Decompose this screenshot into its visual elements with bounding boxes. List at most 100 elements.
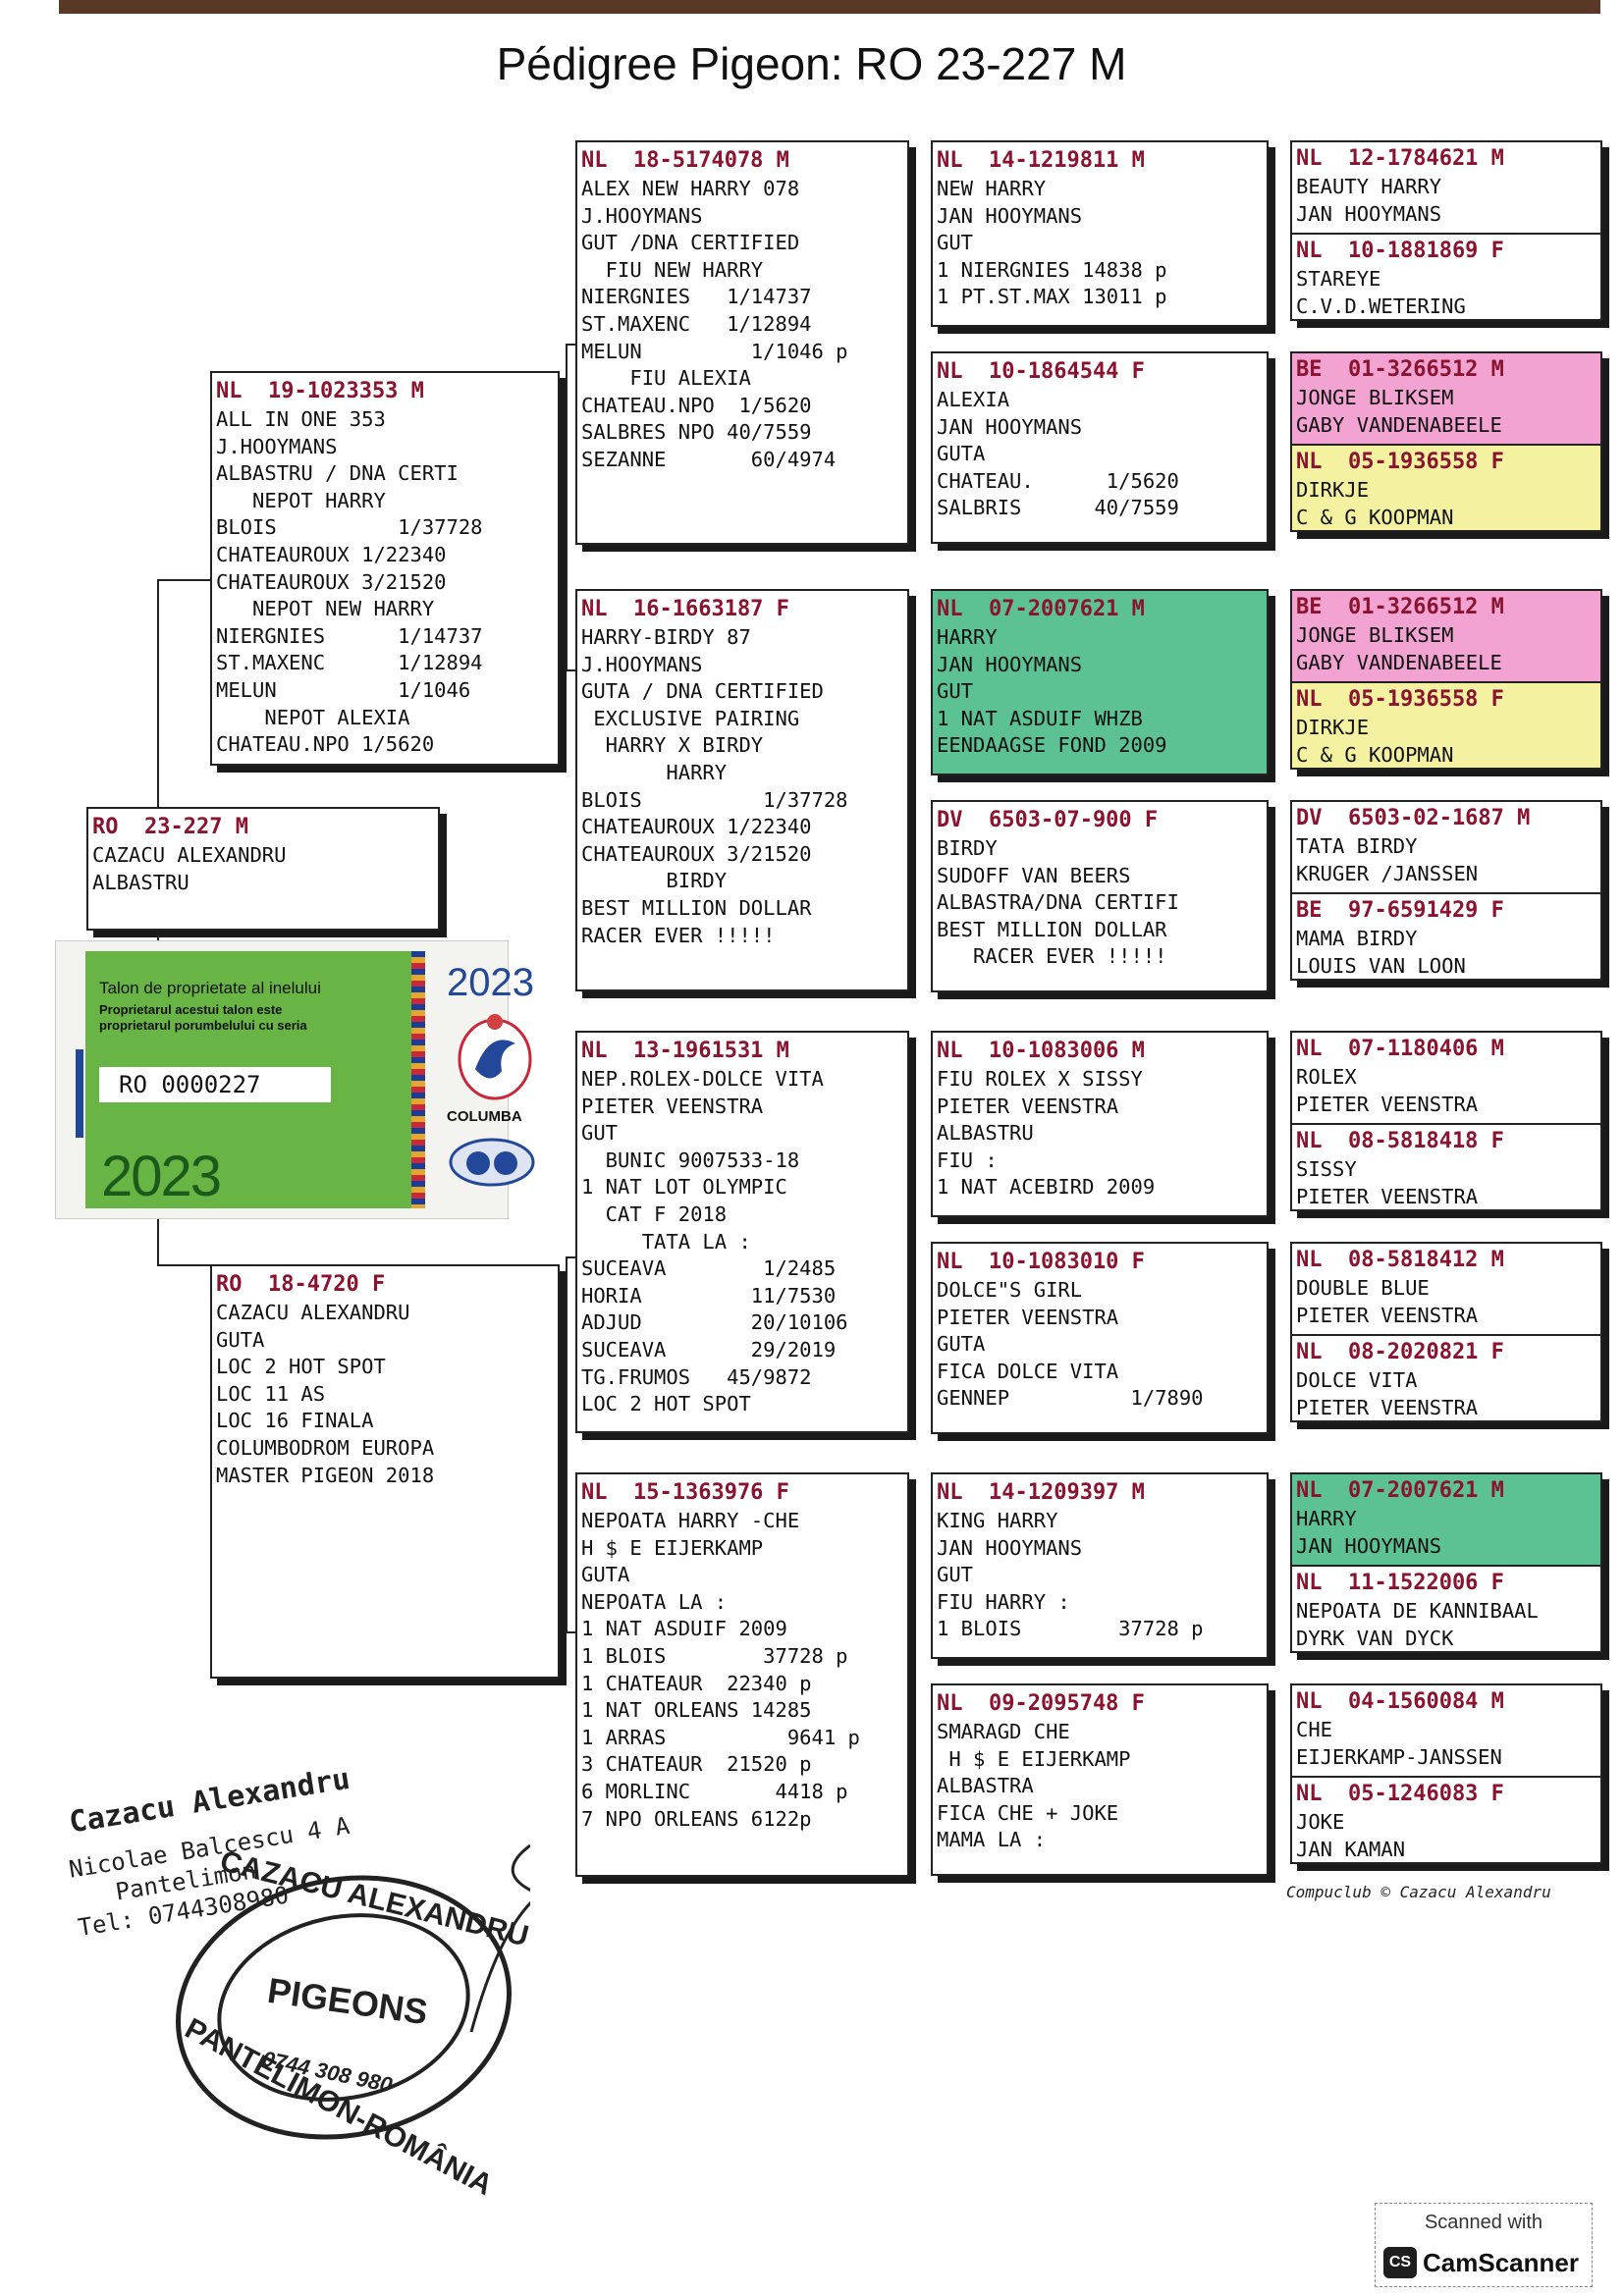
pigeon-info-line: NEP.ROLEX-DOLCE VITA — [581, 1067, 824, 1091]
pigeon-info-line: CHATEAUROUX 3/21520 — [216, 569, 447, 594]
pigeon-info-line: ST.MAXENC 1/12894 — [581, 311, 812, 336]
top-edge-strip — [59, 0, 1600, 14]
ring-number: NL 19-1023353 M — [216, 379, 424, 403]
pigeon-info-line: GUT — [937, 1563, 974, 1587]
pigeon-info-line: DIRKJE — [1296, 716, 1370, 739]
software-credit: Compuclub © Cazacu Alexandru — [1286, 1883, 1551, 1901]
ring-number: NL 18-5174078 M — [581, 148, 789, 173]
card-ring-number: RO 0000227 — [99, 1067, 331, 1102]
columba-logo-icon — [458, 1014, 532, 1100]
pigeon-info-line: TATA BIRDY — [1296, 834, 1418, 858]
pigeon-info-line: 1 BLOIS 37728 p — [937, 1617, 1204, 1641]
pigeon-info-line: JAN HOOYMANS — [937, 414, 1083, 439]
pigeon-info-line: GUT — [937, 679, 974, 704]
pigeon-info-line: DOLCE"S GIRL — [937, 1278, 1083, 1302]
pigeon-info-line: BIRDY — [581, 869, 728, 893]
pigeon-info-line: FIU ALEXIA — [581, 366, 751, 391]
ring-number: NL 14-1209397 M — [937, 1480, 1145, 1505]
pigeon-info-line: BIRDY — [937, 836, 998, 860]
pigeon-info-line: SALBRES NPO 40/7559 — [581, 420, 812, 445]
ring-number: NL 10-1864544 F — [937, 359, 1145, 384]
pigeon-info-line: H $ E EIJERKAMP — [581, 1535, 764, 1560]
ring-ownership-card: Talon de proprietate al inelului Proprie… — [55, 940, 535, 1219]
scanner-brand: CamScanner — [1423, 2248, 1579, 2277]
ring-number: NL 16-1663187 F — [581, 597, 789, 621]
pigeon-info-line: C & G KOOPMAN — [1296, 505, 1454, 529]
pigeon-info-line: ALBASTRU — [937, 1121, 1034, 1146]
pigeon-info-line: ADJUD 20/10106 — [581, 1310, 848, 1335]
pigeon-info-line: PIETER VEENSTRA — [937, 1094, 1119, 1118]
pigeon-info-line: JAN HOOYMANS — [937, 1535, 1083, 1560]
pigeon-info-line: PIETER VEENSTRA — [1296, 1303, 1479, 1327]
pigeon-info-line: NEPOATA HARRY -CHE — [581, 1509, 800, 1532]
pigeon-info-line: CHATEAUROUX 1/22340 — [216, 542, 447, 566]
pigeon-info-line: CHE — [1296, 1718, 1333, 1741]
pigeon-info-line: FICA DOLCE VITA — [937, 1359, 1119, 1383]
ring-number: NL 04-1560084 M — [1296, 1689, 1504, 1714]
pigeon-info-line: ALL IN ONE 353 — [216, 407, 386, 431]
page-title: Pédigree Pigeon: RO 23-227 M — [496, 38, 1127, 89]
pigeon-info-line: GUTA — [937, 442, 986, 466]
pigeon-info-line: NEPOT HARRY — [216, 488, 386, 512]
pigeon-info-line: HORIA 11/7530 — [581, 1283, 837, 1308]
tree-connector — [157, 579, 212, 809]
pigeon-info-line: J.HOOYMANS — [216, 434, 338, 458]
ring-number: NL 07-2007621 M — [1296, 1478, 1504, 1503]
pigeon-info-line: PIETER VEENSTRA — [937, 1305, 1119, 1329]
pigeon-info-line: J.HOOYMANS — [581, 652, 703, 676]
owner-stamp — [176, 1843, 530, 2140]
pigeon-info-line: 7 NPO ORLEANS 6122p — [581, 1806, 812, 1831]
ring-number: RO 18-4720 F — [216, 1272, 386, 1297]
pigeon-info-line: RACER EVER !!!!! — [937, 944, 1167, 969]
pigeon-info-line: DOUBLE BLUE — [1296, 1276, 1430, 1300]
pigeon-info-line: LOC 2 HOT SPOT — [581, 1392, 751, 1416]
pigeon-info-line: 6 MORLINC 4418 p — [581, 1779, 848, 1803]
pigeon-info-line: 1 NAT ACEBIRD 2009 — [937, 1175, 1156, 1200]
pigeon-info-line: MELUN 1/1046 p — [581, 339, 848, 363]
federation-emblem-icon — [449, 1138, 535, 1187]
pigeon-info-line: GABY VANDENABEELE — [1296, 650, 1502, 674]
ring-number: NL 12-1784621 M — [1296, 146, 1504, 171]
pigeon-info-line: JOKE — [1296, 1810, 1345, 1834]
pigeon-info-line: JAN HOOYMANS — [1296, 201, 1442, 226]
pigeon-info-line: ALBASTRA — [937, 1774, 1034, 1798]
card-subtext-2: proprietarul porumbelului cu seria — [99, 1018, 307, 1033]
pigeon-info-line: NEPOATA LA : — [581, 1589, 728, 1614]
pigeon-info-line: ROLEX — [1296, 1065, 1357, 1089]
pigeon-info-line: JAN HOOYMANS — [937, 203, 1083, 228]
card-blue-mark — [76, 1049, 83, 1138]
pigeon-info-line: 3 CHATEAUR 21520 p — [581, 1752, 812, 1777]
pigeon-info-line: SISSY — [1296, 1157, 1357, 1181]
ring-number: NL 05-1246083 F — [1296, 1782, 1504, 1806]
pigeon-info-line: CHATEAUROUX 3/21520 — [581, 841, 812, 866]
pigeon-info-line: 1 NAT ASDUIF 2009 — [581, 1617, 787, 1641]
pigeon-info-line: ST.MAXENC 1/12894 — [216, 651, 483, 675]
pigeon-info-line: FIU NEW HARRY — [581, 257, 764, 282]
pigeon-info-line: ALEX NEW HARRY 078 — [581, 177, 800, 200]
pigeon-info-line: STAREYE — [1296, 267, 1381, 291]
pigeon-info-line: LOC 11 AS — [216, 1381, 326, 1406]
card-year-small: 2023 — [447, 961, 534, 1004]
pigeon-info-line: GENNEP 1/7890 — [937, 1386, 1204, 1411]
pigeon-info-line: JAN HOOYMANS — [937, 652, 1083, 676]
pigeon-info-line: JONGE BLIKSEM — [1296, 623, 1454, 647]
pigeon-info-line: 1 NAT LOT OLYMPIC — [581, 1175, 787, 1200]
tree-connector — [566, 1256, 577, 1633]
pigeon-info-line: EENDAAGSE FOND 2009 — [937, 733, 1167, 758]
pigeon-info-line: GUTA / DNA CERTIFIED — [581, 679, 824, 704]
pigeon-info-line: 1 ARRAS 9641 p — [581, 1725, 860, 1749]
